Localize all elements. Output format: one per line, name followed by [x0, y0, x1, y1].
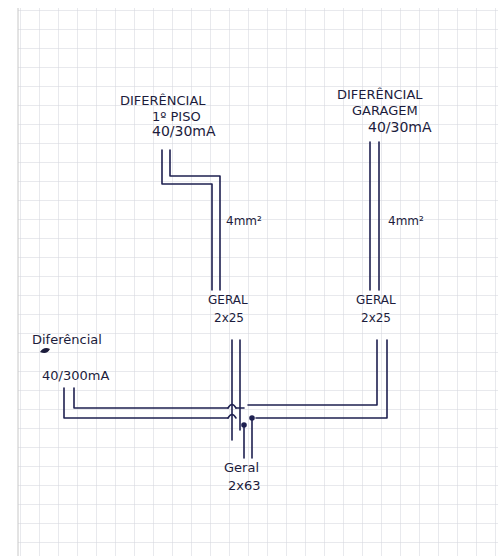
ink-blot	[40, 348, 50, 353]
breaker-rating: 2x25	[212, 311, 246, 326]
breaker-rating: 2x63	[226, 478, 263, 493]
wire	[236, 407, 244, 409]
floor-name: 1º PISO	[150, 109, 203, 124]
graph-grid	[18, 8, 498, 556]
wire	[251, 418, 253, 458]
breaker-rating: 40/30mA	[150, 124, 218, 139]
wire	[170, 150, 220, 290]
wire	[64, 388, 228, 418]
wire	[248, 340, 377, 405]
wire	[369, 142, 371, 290]
breaker-rating: 40/30mA	[366, 120, 434, 135]
breaker-rating: 40/300mA	[40, 368, 111, 383]
location-name: GARAGEM	[350, 103, 420, 118]
breaker-name: GERAL	[354, 293, 398, 308]
cable-size: 4mm²	[386, 214, 426, 229]
breaker-name: GERAL	[206, 293, 250, 308]
wire-crossing	[228, 415, 236, 419]
junction-dot	[250, 416, 254, 420]
breaker-name: DIFERÊNCIAL	[335, 87, 425, 102]
wire	[378, 142, 380, 290]
wire-crossing	[228, 405, 236, 409]
cable-size: 4mm²	[224, 214, 264, 229]
breaker-name: Diferêncial	[30, 332, 104, 347]
wire	[256, 340, 387, 418]
wire	[239, 340, 241, 430]
wire	[74, 388, 228, 408]
breaker-rating: 2x25	[359, 311, 393, 326]
breaker-name: Geral	[222, 460, 261, 475]
wire	[231, 340, 233, 440]
junction-dot	[242, 423, 246, 427]
wire	[243, 425, 245, 458]
breaker-name: DIFERÊNCIAL	[118, 93, 208, 108]
wires	[64, 142, 387, 458]
paper-edge	[18, 8, 19, 556]
